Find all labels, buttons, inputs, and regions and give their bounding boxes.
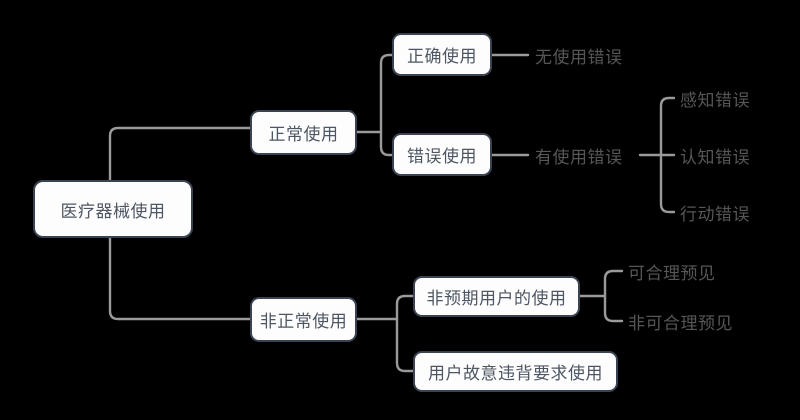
node-unintended-user-use-label: 非预期用户的使用 bbox=[426, 289, 567, 309]
node-abnormal-use-label: 非正常使用 bbox=[259, 312, 348, 332]
leaf-perception-error: 感知错误 bbox=[680, 86, 750, 111]
leaf-action-error-label: 行动错误 bbox=[680, 204, 750, 225]
leaf-no-use-error-label: 无使用错误 bbox=[535, 47, 623, 68]
node-deliberate-violation-use[interactable]: 用户故意违背要求使用 bbox=[413, 351, 618, 392]
leaf-perception-error-label: 感知错误 bbox=[680, 90, 750, 111]
leaf-not-reasonably-foreseeable: 非可合理预见 bbox=[628, 309, 733, 334]
node-abnormal-use[interactable]: 非正常使用 bbox=[250, 297, 357, 342]
leaf-reasonably-foreseeable: 可合理预见 bbox=[628, 259, 716, 284]
edge-normal-to-correct bbox=[379, 53, 394, 134]
edge-has-error-to-perception bbox=[659, 96, 676, 157]
edge-abnormal-to-unintended bbox=[395, 294, 415, 321]
leaf-action-error: 行动错误 bbox=[680, 200, 750, 225]
edge-normal-to-wrong bbox=[379, 130, 394, 157]
leaf-not-reasonably-foreseeable-label: 非可合理预见 bbox=[628, 313, 733, 334]
edge-unintended-to-not-foreseeable bbox=[603, 294, 624, 323]
node-normal-use[interactable]: 正常使用 bbox=[250, 110, 357, 155]
edge-unintended-to-foreseeable bbox=[603, 269, 624, 298]
leaf-has-use-error-label: 有使用错误 bbox=[535, 147, 623, 168]
node-root-label: 医疗器械使用 bbox=[60, 201, 166, 222]
leaf-cognition-error: 认知错误 bbox=[680, 143, 750, 168]
edge-abnormal-to-deliberate bbox=[395, 317, 415, 373]
leaf-reasonably-foreseeable-label: 可合理预见 bbox=[628, 263, 716, 284]
node-root[interactable]: 医疗器械使用 bbox=[33, 180, 193, 238]
edge-root-to-abnormal-use bbox=[108, 236, 252, 321]
node-unintended-user-use[interactable]: 非预期用户的使用 bbox=[413, 276, 580, 317]
leaf-has-use-error: 有使用错误 bbox=[535, 143, 623, 168]
node-normal-use-label: 正常使用 bbox=[268, 125, 339, 145]
leaf-no-use-error: 无使用错误 bbox=[535, 43, 623, 68]
leaf-cognition-error-label: 认知错误 bbox=[680, 147, 750, 168]
node-deliberate-violation-use-label: 用户故意违背要求使用 bbox=[428, 364, 603, 384]
node-wrong-use[interactable]: 错误使用 bbox=[392, 133, 492, 176]
edge-has-error-to-action bbox=[659, 153, 676, 214]
node-correct-use[interactable]: 正确使用 bbox=[392, 33, 492, 76]
node-wrong-use-label: 错误使用 bbox=[407, 147, 477, 167]
edge-root-to-normal-use bbox=[108, 126, 252, 182]
node-correct-use-label: 正确使用 bbox=[407, 47, 477, 67]
